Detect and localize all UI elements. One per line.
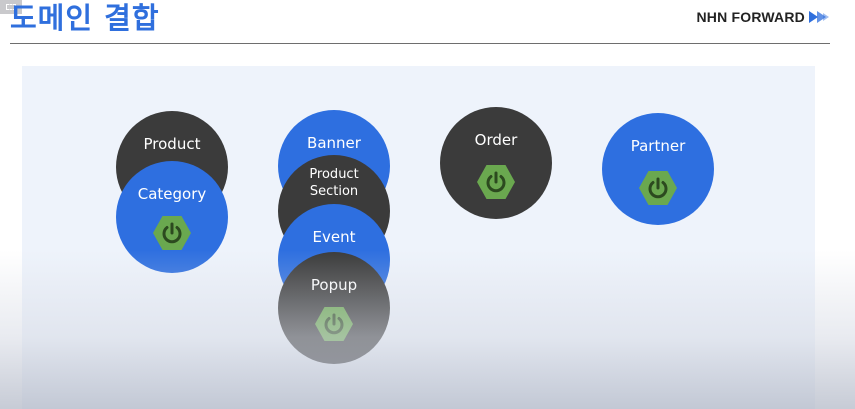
node-label-product-section-line1: Product	[309, 167, 359, 182]
node-label-product: Product	[143, 135, 201, 153]
page-title: 도메인 결합	[10, 1, 160, 35]
corner-placeholder-icon	[0, 0, 22, 14]
header-divider	[10, 43, 830, 44]
node-label-category: Category	[137, 185, 207, 203]
spring-power-icon	[315, 307, 353, 341]
brand-text: NHN FORWARD	[696, 9, 805, 25]
node-label-popup: Popup	[310, 276, 358, 294]
node-label-event: Event	[312, 228, 356, 246]
node-order: Order	[440, 107, 552, 219]
brand-logo: NHN FORWARD	[697, 9, 832, 25]
node-partner: Partner	[602, 113, 714, 225]
spring-power-icon	[153, 216, 191, 250]
node-label-order: Order	[474, 131, 518, 149]
node-label-partner: Partner	[630, 137, 686, 155]
node-label-banner: Banner	[307, 134, 361, 152]
node-label-product-section-line2: Section	[309, 184, 359, 199]
spring-power-icon	[477, 165, 515, 199]
node-category: Category	[116, 161, 228, 273]
node-popup: Popup	[278, 252, 390, 364]
spring-power-icon	[639, 171, 677, 205]
double-arrow-icon	[809, 11, 831, 23]
